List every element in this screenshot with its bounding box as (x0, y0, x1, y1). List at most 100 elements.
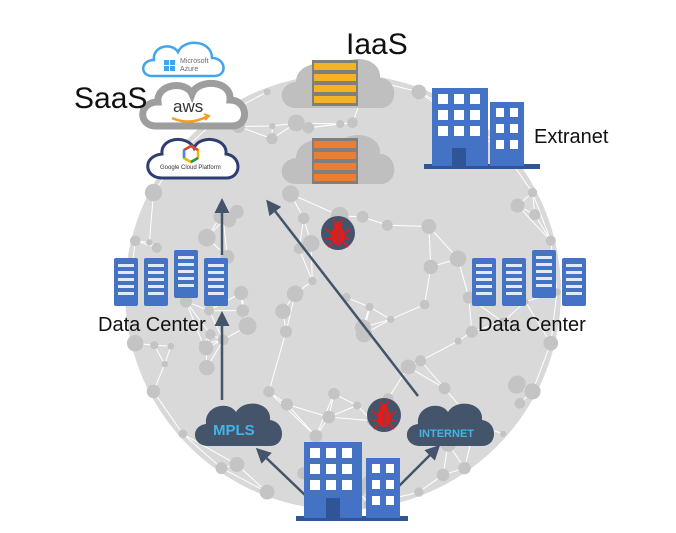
mesh-node (545, 235, 556, 246)
mesh-link (328, 416, 372, 422)
mesh-node (144, 183, 163, 202)
mesh-node (524, 383, 541, 400)
mesh-link (524, 301, 552, 344)
mesh-link (268, 331, 287, 392)
mesh-node (454, 337, 462, 345)
aws-logo-text: aws (173, 97, 204, 116)
mesh-node (146, 239, 153, 246)
mesh-node (465, 325, 478, 338)
arrow-internet-to-iaas (266, 199, 419, 397)
gcp-logo-text: Google Cloud Platform (160, 165, 221, 171)
mesh-link (369, 306, 391, 320)
azure-logo-text-2: Azure (180, 66, 199, 73)
data-center-right-label: Data Center (478, 314, 586, 336)
mesh-link (550, 291, 558, 344)
mesh-node (213, 209, 228, 224)
mpls-cloud (194, 403, 282, 446)
mesh-node (150, 341, 159, 350)
mesh-node (179, 295, 193, 308)
mesh-node (287, 114, 305, 132)
mesh-node (280, 398, 294, 411)
mesh-node (322, 410, 336, 424)
azure-cloud (142, 41, 225, 78)
mesh-node (236, 304, 250, 318)
mesh-node (510, 198, 525, 213)
azure-logo-text-1: Microsoft (180, 58, 209, 65)
mesh-node (543, 335, 559, 351)
iaas-cloud-top (281, 59, 395, 108)
extranet-label: Extranet (534, 126, 609, 148)
mesh-link (221, 467, 268, 493)
mpls-label: MPLS (213, 422, 255, 439)
mesh-node (381, 219, 393, 231)
mesh-node (161, 360, 169, 368)
mesh-node (215, 462, 228, 475)
mesh-link (298, 248, 313, 282)
mesh-link (153, 391, 184, 435)
mesh-node (411, 84, 427, 100)
aws-cloud (139, 79, 248, 130)
mesh-node (129, 235, 141, 247)
mesh-node (509, 375, 526, 393)
mesh-node (498, 317, 508, 327)
mesh-node (263, 386, 275, 398)
mesh-node (308, 276, 317, 286)
internet-cloud (406, 403, 494, 446)
mesh-node (286, 285, 304, 303)
mesh-link (286, 404, 317, 437)
mesh-node (328, 387, 340, 400)
mesh-node (529, 209, 541, 221)
mesh-node (423, 259, 439, 275)
mesh-node (462, 291, 475, 304)
mesh-node (347, 117, 358, 128)
mesh-node (500, 430, 507, 438)
iaas-cloud-bottom (281, 135, 395, 184)
mesh-node (387, 315, 395, 323)
mesh-node (263, 88, 271, 96)
mesh-node (400, 359, 416, 375)
mesh-link (420, 360, 445, 389)
malware-bug-icon (366, 397, 402, 433)
mesh-node (365, 302, 374, 312)
mesh-node (205, 329, 216, 340)
extranet-building (424, 88, 540, 169)
mesh-node (275, 303, 291, 320)
mesh-link (390, 304, 425, 320)
headquarters-building (296, 442, 408, 521)
arrow-hq-to-mpls (255, 447, 306, 496)
mesh-node (167, 342, 175, 350)
mesh-node (204, 305, 215, 316)
mesh-node (414, 487, 424, 497)
mesh-node (198, 228, 216, 247)
mesh-node (309, 429, 323, 443)
mesh-node (178, 429, 188, 439)
mesh-link (268, 391, 317, 437)
mesh-node (527, 187, 538, 198)
mesh-node (199, 359, 215, 376)
mesh-node (436, 468, 450, 482)
connection-arrows (214, 198, 441, 496)
mesh-link (532, 343, 552, 392)
mesh-link (532, 192, 552, 241)
mesh-node (229, 457, 245, 472)
mesh-link (182, 433, 238, 465)
mesh-node (151, 242, 162, 253)
internet-label: INTERNET (419, 428, 474, 440)
data-center-left-label: Data Center (98, 314, 206, 336)
mesh-node (229, 204, 244, 219)
mesh-node (419, 299, 430, 310)
mesh-link (185, 301, 204, 345)
mesh-node (415, 355, 427, 367)
mesh-node (234, 285, 249, 300)
mesh-node (198, 340, 214, 356)
mesh-node (458, 461, 471, 475)
mesh-link (286, 403, 329, 418)
mesh-node (126, 334, 144, 352)
mesh-node (356, 210, 369, 223)
mesh-link (420, 340, 459, 362)
mesh-node (302, 235, 320, 252)
mesh-node (259, 484, 275, 500)
mesh-node (302, 121, 315, 134)
mesh-link (290, 193, 340, 217)
